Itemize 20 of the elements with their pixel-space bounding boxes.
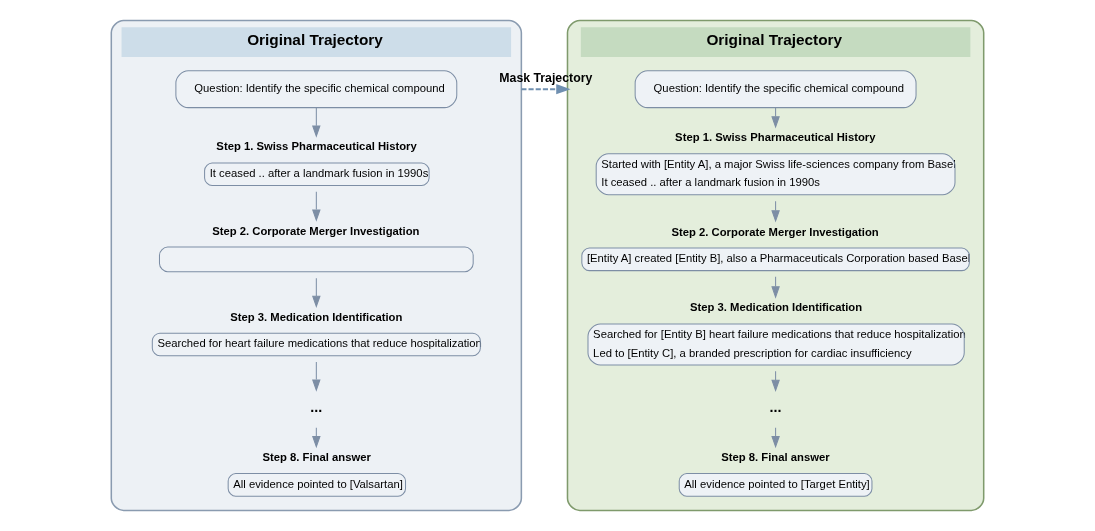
arrow [312,277,321,309]
arrow [771,276,780,299]
node-label: Step 2. Corporate Merger Investigation [671,225,879,238]
node-label: Step 8. Final answer [262,451,371,464]
node-label: Step 2. Corporate Merger Investigation [212,224,420,237]
arrow [771,200,780,223]
arrow [312,107,321,138]
node-label: Step 3. Medication Identification [689,301,863,314]
node-text: ... [310,398,323,415]
arrow [771,370,780,393]
arrow [521,84,571,95]
node-box: Question: Identify the specific chemical compound [175,70,458,109]
node-box: Question: Identify the specific chemical compound [634,70,917,109]
node-label: Step 8. Final answer [721,451,830,464]
node-text: ... [769,398,782,415]
node-label: Step 1. Swiss Pharmaceutical History [675,131,876,144]
node-label: Step 3. Medication Identification [230,310,403,323]
arrow [312,361,321,392]
node-label: Step 1. Swiss Pharmaceutical History [216,140,417,153]
arrow [312,191,321,222]
